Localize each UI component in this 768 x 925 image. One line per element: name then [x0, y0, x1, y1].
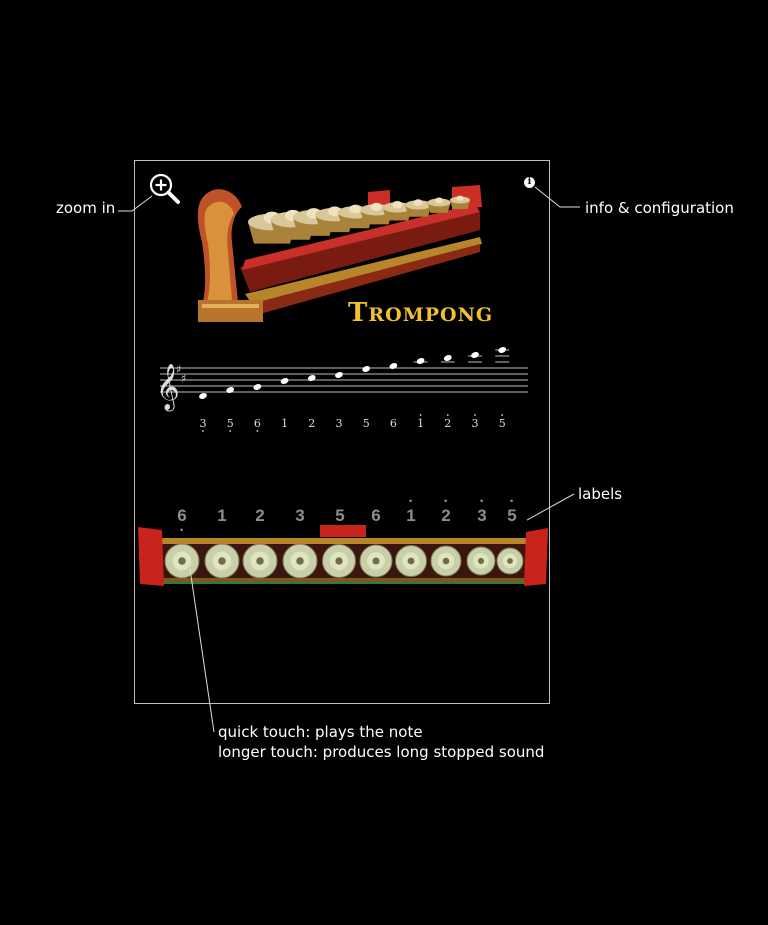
staff-number-label: 5: [227, 417, 234, 430]
gong-boss: [178, 557, 186, 565]
note-head: [416, 358, 425, 364]
scale-staff: 𝄞 ♯ ♯ 3 5 6 1 2 3 5 6 1 2 3 5: [156, 347, 528, 432]
callout-zoom-in: zoom in: [56, 199, 116, 217]
gong-key[interactable]: [282, 543, 318, 579]
gong-boss: [477, 557, 485, 565]
callout-touch-instructions: quick touch: plays the note longer touch…: [218, 722, 544, 762]
gong-boss: [372, 557, 380, 565]
svg-text:𝄞: 𝄞: [156, 364, 180, 412]
staff-number-label: 3: [200, 417, 207, 430]
staff-number-label: 6: [254, 417, 261, 430]
gong-boss: [407, 557, 415, 565]
note-head: [199, 393, 207, 399]
callout-touch-line-2: longer touch: produces long stopped soun…: [218, 743, 545, 761]
gong-label: 2: [255, 506, 265, 525]
gong-key[interactable]: [430, 545, 462, 577]
note-head: [389, 363, 398, 369]
note-head: [443, 355, 452, 361]
gong-label: 3: [295, 506, 305, 525]
staff-numbers: 3 5 6 1 2 3 5 6 1 2 3 5: [200, 414, 506, 432]
staff-number-label: 5: [499, 417, 506, 430]
gong-label: 2: [431, 494, 461, 526]
gong-key[interactable]: [359, 544, 393, 578]
callout-labels: labels: [578, 485, 623, 503]
staff-number-label: 2: [444, 417, 451, 430]
gong-row: [164, 543, 524, 579]
gong-label: 5: [497, 494, 527, 526]
instrument-title: TROMPONG: [348, 298, 493, 328]
note-head: [280, 378, 289, 384]
gong-boss: [335, 557, 343, 565]
callout-info-configuration: info & configuration: [585, 199, 734, 217]
callout-touch-line-1: quick touch: plays the note: [218, 723, 423, 741]
gong-boss: [296, 557, 304, 565]
note-head: [498, 347, 507, 353]
staff-number-label: 5: [363, 417, 370, 430]
instrument-gong-boss: [349, 204, 362, 214]
octave-dot: [229, 430, 232, 432]
gong-key[interactable]: [242, 543, 278, 579]
gong-label: 3: [467, 494, 497, 526]
note-head: [471, 352, 479, 358]
instrument-gong-boss: [435, 197, 444, 204]
staff-number-label: 3: [472, 417, 479, 430]
octave-dot: [501, 414, 504, 416]
gong-boss: [507, 558, 513, 564]
instrument-gongs: [248, 195, 470, 244]
gong-label: 6: [167, 506, 197, 539]
octave-dot: [256, 430, 259, 432]
key-signature: ♯ ♯: [176, 363, 186, 385]
gong-label: 1: [396, 494, 426, 526]
staff-number-label: 6: [390, 417, 397, 430]
svg-text:♯: ♯: [181, 372, 186, 385]
gong-label: 6: [371, 506, 381, 525]
gong-key[interactable]: [466, 546, 496, 576]
info-icon: i: [527, 177, 532, 187]
note-head: [362, 366, 371, 372]
trompong-instrument-image: [197, 185, 482, 322]
gong-key[interactable]: [322, 544, 356, 578]
staff-number-label: 1: [281, 417, 288, 430]
octave-dot: [446, 414, 449, 416]
note-head: [335, 372, 343, 378]
instrument-gong-boss: [370, 202, 383, 211]
svg-text:♯: ♯: [176, 363, 181, 376]
octave-dot: [202, 430, 204, 432]
staff-number-label: 3: [336, 417, 343, 430]
gong-label: 5: [335, 506, 345, 525]
app-screen-frame: [134, 160, 550, 704]
gong-label: 1: [217, 506, 227, 525]
instrument-gong-boss: [456, 195, 464, 201]
gong-rack: [138, 525, 548, 586]
info-button[interactable]: i: [524, 177, 535, 188]
octave-dot: [419, 414, 422, 416]
gong-boss: [256, 557, 264, 565]
title-initial: T: [348, 298, 369, 328]
instrument-gong-boss: [327, 206, 342, 217]
note-head: [253, 384, 262, 390]
instrument-gong-boss: [392, 201, 403, 209]
title-rest: ROMPONG: [368, 304, 494, 326]
note-head: [307, 375, 316, 381]
gong-key[interactable]: [204, 543, 240, 579]
gong-key[interactable]: [164, 543, 200, 579]
gong-boss: [442, 557, 450, 565]
zoom-in-button[interactable]: [148, 172, 182, 206]
instrument-gong-boss: [413, 199, 423, 206]
gong-key[interactable]: [395, 545, 427, 577]
octave-dot: [474, 414, 476, 416]
gong-boss: [218, 557, 226, 565]
gong-key[interactable]: [496, 547, 524, 575]
staff-number-label: 1: [417, 417, 424, 430]
treble-clef-icon: 𝄞: [156, 364, 180, 412]
staff-notes: [199, 347, 510, 399]
zoom-in-icon: [149, 173, 180, 204]
staff-number-label: 2: [308, 417, 315, 430]
note-head: [226, 387, 235, 393]
